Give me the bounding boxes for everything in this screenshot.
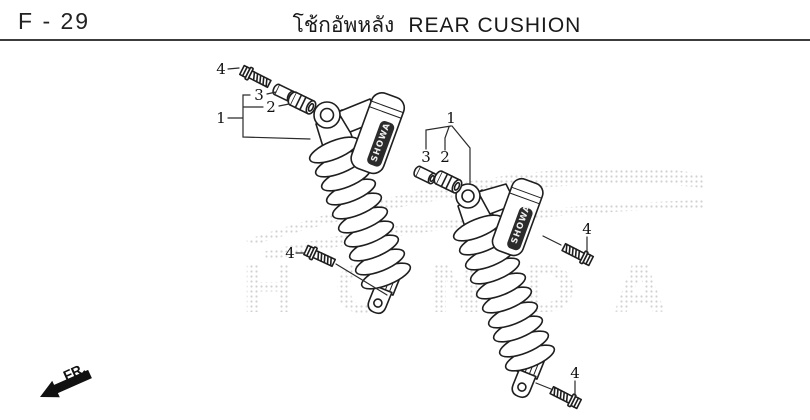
right-lower-bolt (548, 383, 583, 411)
front-direction-indicator: FR. (40, 360, 92, 398)
honda-watermark-text: HONDA (241, 251, 703, 328)
left-reservoir: SHOWA (350, 92, 406, 175)
callout-leader-lines (227, 67, 588, 397)
callout-cushion-right: 1 (446, 109, 456, 127)
callout-bolt-left-bottom: 4 (285, 244, 295, 262)
honda-wing-watermark-lower (262, 200, 705, 260)
callout-numbers: 4 3 2 1 4 1 3 2 4 4 (216, 60, 592, 382)
callout-bushing-right: 2 (440, 148, 450, 166)
callout-bolt-right-bottom: 4 (570, 364, 580, 382)
right-reservoir: SHOWA (491, 177, 544, 257)
left-rear-cushion: SHOWA (305, 92, 415, 315)
fr-arrow-icon (40, 369, 92, 398)
honda-watermark: HONDA (241, 167, 705, 328)
callout-bolt-right-top: 4 (582, 220, 592, 238)
right-rear-cushion: SHOWA (449, 177, 559, 399)
callout-collar-right: 3 (421, 148, 431, 166)
header-divider (0, 39, 810, 41)
page-code: F - 29 (18, 8, 91, 34)
callout-collar-left: 3 (254, 86, 264, 104)
callout-bushing-left: 2 (266, 98, 276, 116)
callout-bolt-left-top: 4 (216, 60, 226, 78)
callout-cushion-left: 1 (216, 109, 226, 127)
page-title-english: REAR CUSHION (408, 14, 582, 37)
page-title: โช้กอัพหลัง REAR CUSHION (293, 9, 582, 42)
left-bushing (285, 89, 319, 117)
honda-wing-watermark (246, 167, 704, 246)
page-title-thai: โช้กอัพหลัง (292, 13, 395, 37)
